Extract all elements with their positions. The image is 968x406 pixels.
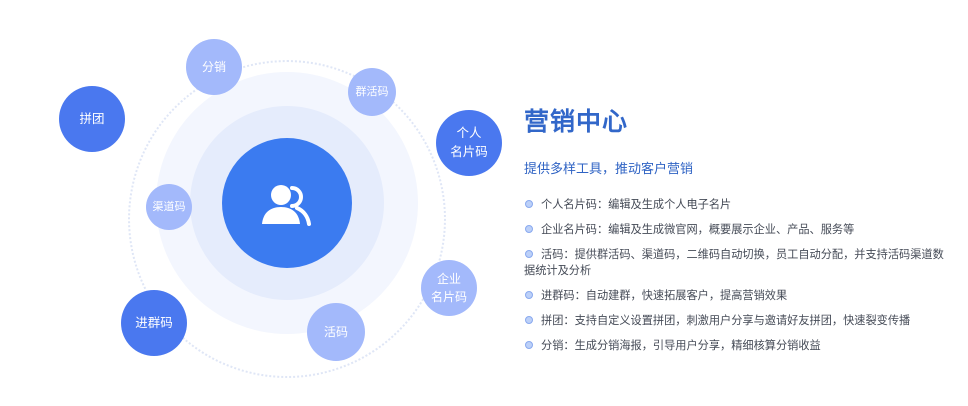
node-geren-label-2: 名片码	[450, 144, 488, 159]
node-qudaoma: 渠道码	[146, 184, 192, 230]
node-pintuan-label: 拼团	[79, 110, 105, 126]
bullet-dot-icon	[525, 200, 533, 208]
node-qunhuoma-label: 群活码	[355, 84, 389, 98]
node-fenxiao: 分销	[186, 39, 242, 95]
node-pintuan: 拼团	[59, 86, 125, 152]
node-fenxiao-label: 分销	[201, 60, 226, 74]
node-qiye-mingpianma: 企业 名片码	[421, 260, 477, 316]
node-huoma-label: 活码	[323, 325, 348, 339]
feature-text: 进群码：自动建群，快速拓展客户，提高营销效果	[541, 289, 788, 302]
node-qiye-label-1: 企业	[436, 272, 461, 286]
feature-text: 个人名片码：编辑及生成个人电子名片	[541, 198, 732, 211]
bullet-dot-icon	[525, 225, 533, 233]
dotted-orbit	[128, 60, 446, 378]
feature-panel: 营销中心 提供多样工具，推动客户营销 个人名片码：编辑及生成个人电子名片 企业名…	[524, 104, 944, 363]
feature-text: 活码：提供群活码、渠道码，二维码自动切换，员工自动分配，并支持活码渠道数据统计及…	[524, 248, 944, 277]
feature-text: 分销：生成分销海报，引导用户分享，精细核算分销收益	[541, 339, 821, 352]
node-qiye-label-2: 名片码	[430, 290, 467, 304]
node-jinqunma-label: 进群码	[135, 314, 173, 330]
node-geren-mingpianma: 个人 名片码	[436, 110, 502, 176]
list-item: 企业名片码：编辑及生成微官网，概要展示企业、产品、服务等	[524, 222, 944, 238]
node-huoma: 活码	[307, 303, 365, 361]
hub-circle	[222, 138, 352, 268]
node-geren-label-1: 个人	[456, 125, 482, 141]
list-item: 活码：提供群活码、渠道码，二维码自动切换，员工自动分配，并支持活码渠道数据统计及…	[524, 247, 944, 279]
feature-text: 拼团：支持自定义设置拼团，刺激用户分享与邀请好友拼团，快速裂变传播	[541, 314, 911, 327]
list-item: 拼团：支持自定义设置拼团，刺激用户分享与邀请好友拼团，快速裂变传播	[524, 313, 944, 329]
list-item: 进群码：自动建群，快速拓展客户，提高营销效果	[524, 288, 944, 304]
list-item: 分销：生成分销海报，引导用户分享，精细核算分销收益	[524, 338, 944, 354]
bullet-dot-icon	[525, 291, 533, 299]
feature-text: 企业名片码：编辑及生成微官网，概要展示企业、产品、服务等	[541, 223, 855, 236]
bullet-dot-icon	[525, 341, 533, 349]
bullet-dot-icon	[525, 316, 533, 324]
list-item: 个人名片码：编辑及生成个人电子名片	[524, 197, 944, 213]
bullet-dot-icon	[525, 250, 533, 258]
node-qudaoma-label: 渠道码	[152, 199, 186, 213]
panel-subtitle: 提供多样工具，推动客户营销	[524, 162, 694, 177]
users-icon	[262, 185, 311, 226]
node-jinqunma: 进群码	[121, 290, 187, 356]
feature-list: 个人名片码：编辑及生成个人电子名片 企业名片码：编辑及生成微官网，概要展示企业、…	[524, 197, 944, 354]
panel-title: 营销中心	[524, 107, 629, 136]
node-qunhuoma: 群活码	[348, 68, 396, 116]
